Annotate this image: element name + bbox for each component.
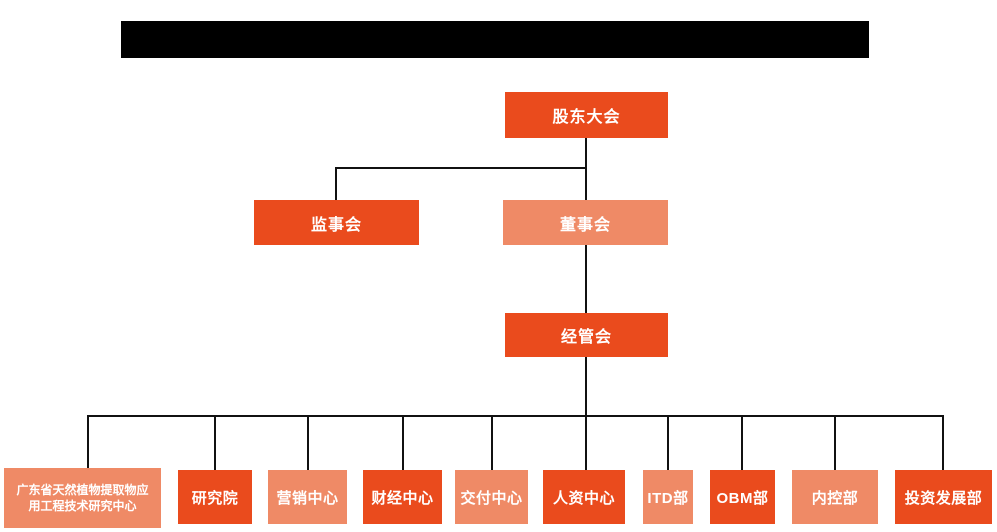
org-node-label: 监事会 xyxy=(310,216,362,234)
org-node-dept-investment-development: 投资发展部 xyxy=(895,470,992,524)
org-node-label: 交付中心 xyxy=(460,489,523,507)
org-node-shareholders-meeting: 股东大会 xyxy=(505,92,668,138)
org-node-label: 经管会 xyxy=(560,329,612,346)
org-node-label: 人资中心 xyxy=(552,489,615,507)
org-node-label: 董事会 xyxy=(559,216,611,234)
org-node-label: ITD部 xyxy=(647,489,689,507)
org-node-label: OBM部 xyxy=(716,489,769,507)
org-node-label: 投资发展部 xyxy=(904,489,983,507)
org-node-dept-hr-center: 人资中心 xyxy=(543,470,625,524)
title-redaction-bar xyxy=(121,21,869,58)
connector-drop-dept-0 xyxy=(87,415,89,470)
org-node-label: 财经中心 xyxy=(371,489,434,507)
connector-drop-dept-6 xyxy=(667,415,669,470)
org-node-dept-marketing-center: 营销中心 xyxy=(268,470,347,524)
org-node-management-committee: 经管会 xyxy=(505,313,668,357)
connector-drop-dept-2 xyxy=(307,415,309,470)
org-node-dept-research-institute: 研究院 xyxy=(178,470,252,524)
connector-drop-dept-4 xyxy=(491,415,493,470)
org-node-label: 广东省天然植物提取物应用工程技术研究中心 xyxy=(16,482,149,513)
connector-drop-supervisors xyxy=(335,167,337,200)
connector-drop-dept-5 xyxy=(585,415,587,470)
org-node-dept-delivery-center: 交付中心 xyxy=(455,470,528,524)
org-node-dept-research-center: 广东省天然植物提取物应用工程技术研究中心 xyxy=(4,468,161,528)
connector-level2-horizontal xyxy=(335,167,587,169)
connector-drop-dept-7 xyxy=(741,415,743,470)
connector-departments-horizontal xyxy=(87,415,944,417)
connector-management-to-bus xyxy=(585,357,587,416)
connector-directors-to-management xyxy=(585,245,587,313)
connector-drop-dept-9 xyxy=(942,415,944,470)
connector-drop-dept-3 xyxy=(402,415,404,470)
connector-root-to-directors xyxy=(585,138,587,200)
connector-drop-dept-1 xyxy=(214,415,216,470)
org-node-dept-itd: ITD部 xyxy=(643,470,693,524)
org-node-dept-finance-center: 财经中心 xyxy=(363,470,442,524)
org-node-board-of-directors: 董事会 xyxy=(503,200,668,245)
org-node-supervisory-board: 监事会 xyxy=(254,200,419,245)
org-node-label: 内控部 xyxy=(811,489,859,507)
org-node-dept-obm: OBM部 xyxy=(710,470,775,524)
org-node-label: 股东大会 xyxy=(552,109,621,126)
connector-drop-dept-8 xyxy=(834,415,836,470)
org-node-dept-internal-control: 内控部 xyxy=(792,470,878,524)
org-node-label: 营销中心 xyxy=(276,489,339,507)
org-node-label: 研究院 xyxy=(191,489,239,507)
